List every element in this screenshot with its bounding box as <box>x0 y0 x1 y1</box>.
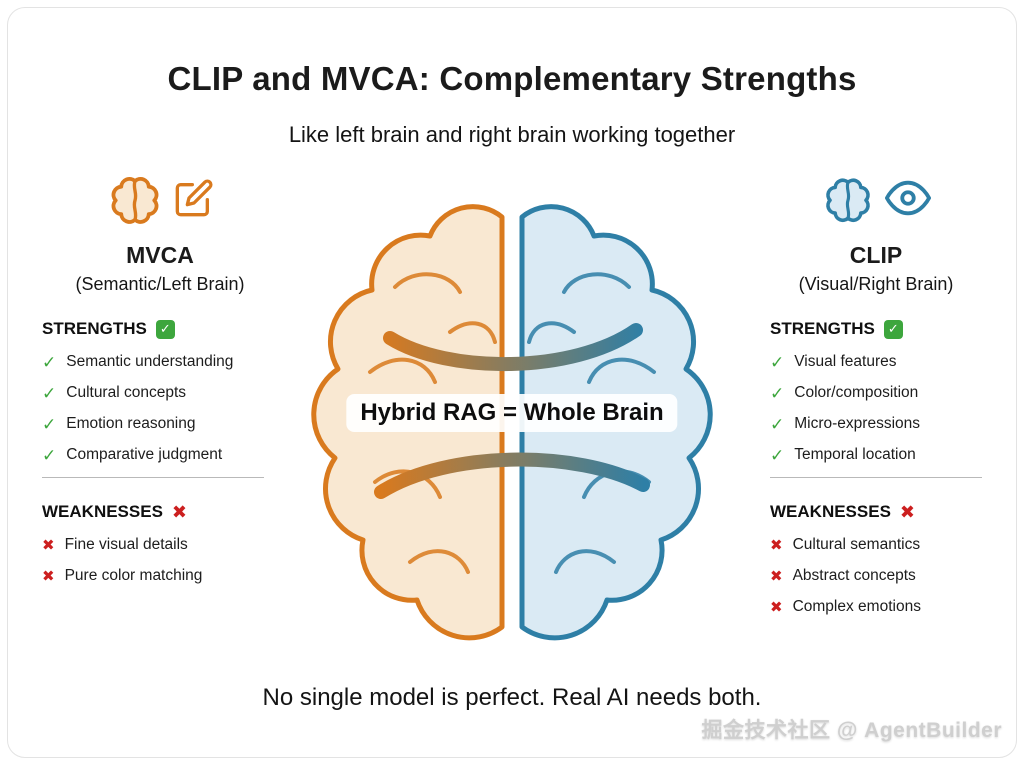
strength-text: Micro-expressions <box>794 415 921 432</box>
clip-strengths-header: STRENGTHS ✓ <box>756 319 996 339</box>
weakness-text: Complex emotions <box>792 598 921 615</box>
list-item: ✓ Emotion reasoning <box>42 415 292 433</box>
strength-text: Semantic understanding <box>66 353 234 370</box>
cross-icon: ✖ <box>770 598 783 616</box>
mvca-name: MVCA <box>126 242 194 268</box>
cross-icon: ✖ <box>770 567 783 585</box>
strength-text: Comparative judgment <box>66 446 223 463</box>
divider <box>770 477 982 478</box>
check-badge-icon: ✓ <box>883 319 903 339</box>
list-item: ✖ Cultural semantics <box>770 536 996 554</box>
strength-text: Cultural concepts <box>66 384 187 401</box>
clip-name: CLIP <box>849 242 903 268</box>
list-item: ✓ Micro-expressions <box>770 415 996 433</box>
list-item: ✖ Fine visual details <box>42 536 292 554</box>
mvca-panel: MVCA (Semantic/Left Brain) STRENGTHS ✓ ✓… <box>28 158 292 598</box>
list-item: ✓ Comparative judgment <box>42 446 292 464</box>
edit-pencil-icon <box>175 179 213 217</box>
mvca-subtitle: (Semantic/Left Brain) <box>75 274 245 294</box>
check-icon: ✓ <box>42 414 57 434</box>
weakness-text: Abstract concepts <box>792 567 916 584</box>
list-item: ✓ Cultural concepts <box>42 384 292 402</box>
list-item: ✓ Semantic understanding <box>42 353 292 371</box>
clip-subtitle: (Visual/Right Brain) <box>798 274 954 294</box>
cross-icon: ✖ <box>42 536 55 554</box>
brain-icon <box>826 178 870 223</box>
clip-header-icons <box>756 158 996 238</box>
check-icon: ✓ <box>42 352 57 372</box>
hybrid-rag-label: Hybrid RAG = Whole Brain <box>346 394 678 432</box>
list-item: ✓ Visual features <box>770 353 996 371</box>
list-item: ✖ Pure color matching <box>42 567 292 585</box>
cross-icon: ✖ <box>42 567 55 585</box>
list-item: ✓ Temporal location <box>770 446 996 464</box>
weakness-text: Pure color matching <box>64 567 203 584</box>
strength-text: Visual features <box>794 353 897 370</box>
check-icon: ✓ <box>770 414 785 434</box>
cross-icon: ✖ <box>770 536 783 554</box>
strengths-label: STRENGTHS <box>770 319 875 338</box>
check-icon: ✓ <box>770 383 785 403</box>
check-icon: ✓ <box>770 445 785 465</box>
strength-text: Temporal location <box>794 446 916 463</box>
connection-arrow-top <box>383 323 643 372</box>
strength-text: Emotion reasoning <box>66 415 196 432</box>
mvca-weaknesses-header: WEAKNESSES ✖ <box>28 502 292 522</box>
mvca-weaknesses-list: ✖ Fine visual details ✖ Pure color match… <box>28 536 292 585</box>
watermark: 掘金技术社区 @ AgentBuilder <box>701 719 1002 742</box>
check-icon: ✓ <box>42 383 57 403</box>
footer-text: No single model is perfect. Real AI need… <box>262 684 762 711</box>
weakness-text: Cultural semantics <box>792 536 921 553</box>
eye-icon <box>885 180 931 216</box>
clip-weaknesses-list: ✖ Cultural semantics ✖ Abstract concepts… <box>756 536 996 616</box>
strength-text: Color/composition <box>794 384 919 401</box>
weaknesses-label: WEAKNESSES <box>42 502 163 521</box>
check-icon: ✓ <box>770 352 785 372</box>
list-item: ✓ Color/composition <box>770 384 996 402</box>
weaknesses-label: WEAKNESSES <box>770 502 891 521</box>
brain-icon <box>111 177 159 224</box>
clip-panel: CLIP (Visual/Right Brain) STRENGTHS ✓ ✓ … <box>756 158 996 629</box>
divider <box>42 477 264 478</box>
weakness-text: Fine visual details <box>64 536 188 553</box>
mvca-strengths-header: STRENGTHS ✓ <box>28 319 292 339</box>
cross-badge-icon: ✖ <box>171 502 188 522</box>
mvca-header-icons <box>28 158 292 238</box>
mvca-strengths-list: ✓ Semantic understanding ✓ Cultural conc… <box>28 353 292 464</box>
strengths-label: STRENGTHS <box>42 319 147 338</box>
check-icon: ✓ <box>42 445 57 465</box>
check-badge-icon: ✓ <box>155 319 175 339</box>
page-title: CLIP and MVCA: Complementary Strengths <box>167 60 857 97</box>
list-item: ✖ Complex emotions <box>770 598 996 616</box>
cross-badge-icon: ✖ <box>899 502 916 522</box>
connection-arrow-bottom <box>374 452 650 499</box>
clip-strengths-list: ✓ Visual features ✓ Color/composition ✓ … <box>756 353 996 464</box>
page-subtitle: Like left brain and right brain working … <box>288 122 736 147</box>
list-item: ✖ Abstract concepts <box>770 567 996 585</box>
clip-weaknesses-header: WEAKNESSES ✖ <box>756 502 996 522</box>
